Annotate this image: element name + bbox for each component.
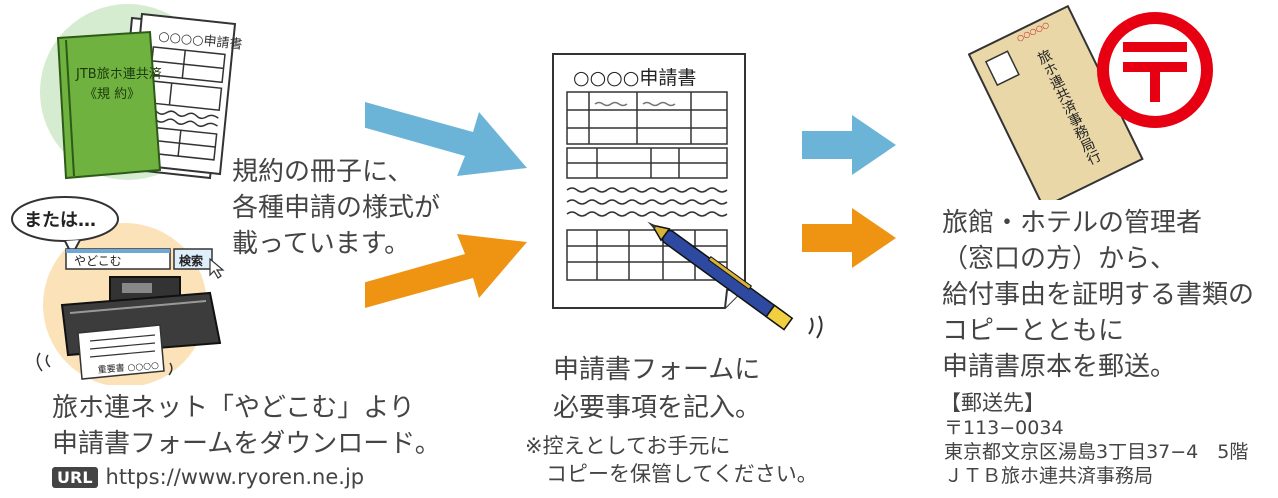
arrow-blue-to-post xyxy=(802,115,896,175)
search-box-value: やどこむ xyxy=(74,254,122,268)
url-link[interactable]: https://www.ryoren.ne.jp xyxy=(105,465,365,489)
booklet-title: JTB旅ホ連共済 xyxy=(75,66,162,82)
booklet-note: 規約の冊子に、 各種申請の様式が 載っています。 xyxy=(232,157,441,259)
url-row: URL https://www.ryoren.ne.jp xyxy=(52,463,364,491)
form-table-mid xyxy=(566,147,728,217)
arrow-blue-to-form xyxy=(365,102,527,176)
printer-illustration: または… やどこむ 検索 重要書 ○○○○ xyxy=(11,196,225,385)
copy-note: ※控えとしてお手元に コピーを保管してください。 xyxy=(525,434,818,486)
search-button-label: 検索 xyxy=(179,253,203,268)
booklet-icon: JTB旅ホ連共済 《規 約》 xyxy=(56,30,162,180)
fill-instruction: 申請書フォームに 必要事項を記入。 xyxy=(553,355,762,423)
booklet-illustration: ○○○○申請書 JTB旅ホ連共済 《規 約》 xyxy=(40,4,243,180)
search-button: 検索 xyxy=(173,248,225,279)
or-bubble-text: または… xyxy=(24,210,96,231)
post-mark-illustration xyxy=(1097,12,1213,128)
form-table-top xyxy=(566,91,728,145)
pen-icon xyxy=(647,221,794,331)
address-heading: 【郵送先】 xyxy=(940,391,1045,415)
search-box: やどこむ xyxy=(65,248,171,270)
mailing-address: 〒113−0034 東京都文京区湯島3丁目37−4 5階 ＪＴＢ旅ホ連共済事務局 xyxy=(944,417,1249,487)
arrow-orange-to-form xyxy=(365,234,527,308)
stamp-box xyxy=(984,50,1020,87)
arrow-orange-to-post xyxy=(802,208,896,268)
or-bubble: または… xyxy=(11,196,119,258)
download-instruction: 旅ホ連ネット「やどこむ」より 申請書フォームをダウンロード。 xyxy=(52,393,441,459)
cursor-icon xyxy=(209,257,225,279)
application-form-illustration: ○○○○申請書 xyxy=(552,53,823,339)
form-title: ○○○○申請書 xyxy=(573,67,696,89)
url-badge: URL xyxy=(52,466,98,488)
booklet-subtitle: 《規 約》 xyxy=(84,87,140,102)
printer-icon: 重要書 ○○○○ xyxy=(36,276,222,380)
mail-instruction: 旅館・ホテルの管理者 （窓口の方）から、 給付事由を証明する書類の コピーととも… xyxy=(942,208,1255,382)
